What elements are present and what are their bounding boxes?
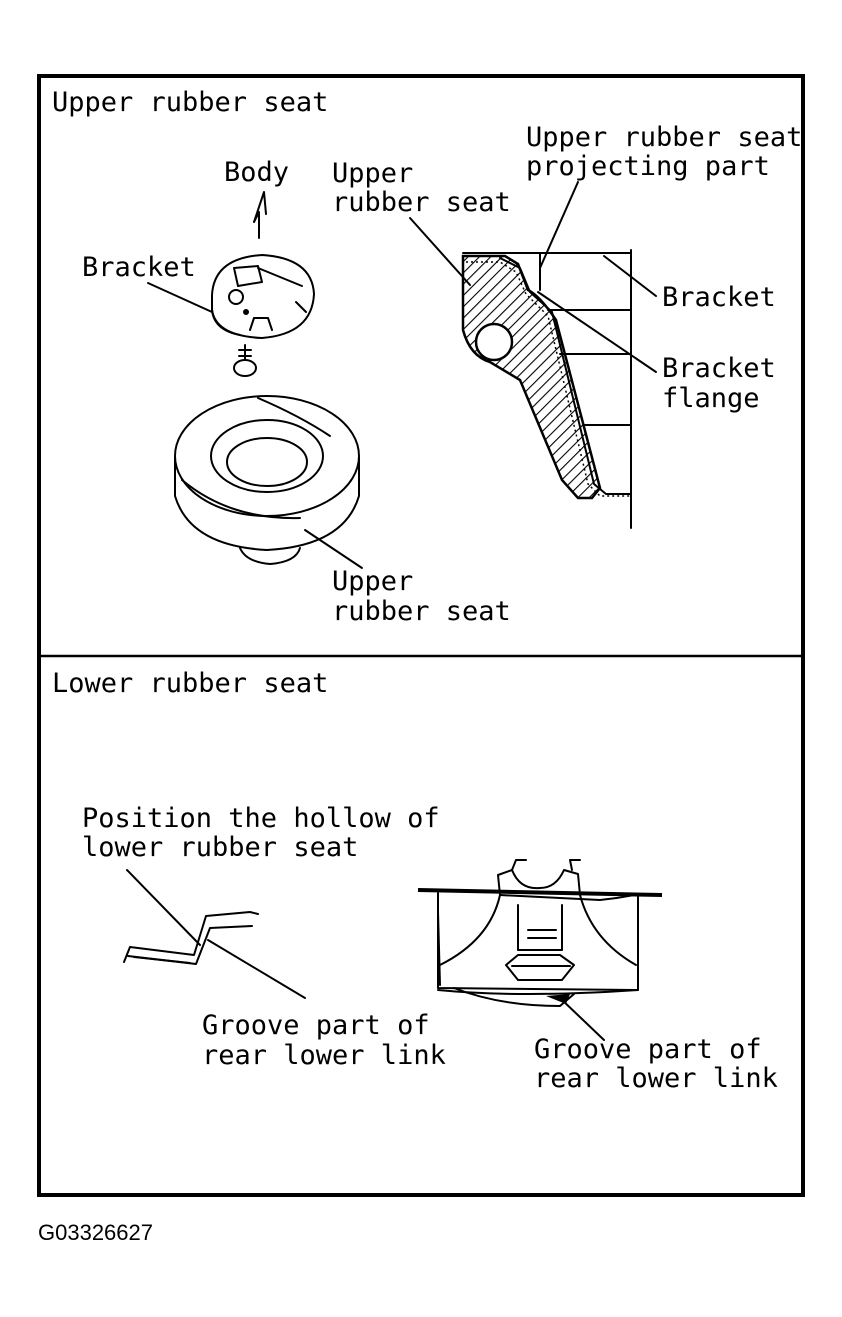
label-projecting-2: projecting part: [526, 151, 770, 182]
figure-id: G03326627: [38, 1220, 153, 1245]
label-body: Body: [224, 157, 289, 188]
bracket-part: [211, 254, 315, 339]
label-position-1: Position the hollow of: [82, 803, 440, 834]
label-flange-2: flange: [662, 383, 760, 414]
label-seat-bottom-1: Upper: [332, 566, 413, 597]
body-direction-arrow: [253, 191, 267, 239]
label-position-2: lower rubber seat: [82, 832, 358, 863]
label-flange-1: Bracket: [662, 353, 776, 384]
leader-seat-bottom: [304, 529, 363, 569]
upper-panel-title: Upper rubber seat: [52, 87, 328, 118]
label-seat-bottom-2: rubber seat: [332, 596, 511, 627]
lower-seat-part: [417, 859, 663, 1007]
label-projecting-1: Upper rubber seat: [526, 122, 802, 153]
groove-profile-left: [123, 911, 259, 965]
outer-frame: [37, 74, 805, 1197]
leader-projecting: [539, 181, 579, 269]
leader-groove-left: [207, 939, 306, 999]
label-seat-top-1: Upper: [332, 158, 413, 189]
leader-flange: [537, 291, 657, 373]
lower-panel-title: Lower rubber seat: [52, 668, 328, 699]
upper-rubber-seat-part: [174, 395, 360, 565]
label-groove-right-2: rear lower link: [534, 1063, 778, 1094]
leader-bracket: [147, 282, 213, 313]
leader-position: [126, 869, 201, 946]
cross-section: [461, 249, 632, 529]
label-groove-left-1: Groove part of: [202, 1010, 430, 1041]
label-bracket: Bracket: [82, 252, 196, 283]
leader-groove-right: [559, 997, 605, 1041]
label-groove-right-1: Groove part of: [534, 1034, 762, 1065]
label-bracket-right: Bracket: [662, 282, 776, 313]
lower-panel: Lower rubber seat Position the hollow of…: [52, 668, 778, 1094]
leader-bracket-right: [603, 255, 657, 297]
leader-seat-top: [409, 217, 471, 286]
upper-panel: Upper rubber seat Body Bracket: [52, 87, 802, 627]
label-groove-left-2: rear lower link: [202, 1040, 446, 1071]
label-seat-top-2: rubber seat: [332, 187, 511, 218]
bolt-part: [233, 344, 257, 377]
